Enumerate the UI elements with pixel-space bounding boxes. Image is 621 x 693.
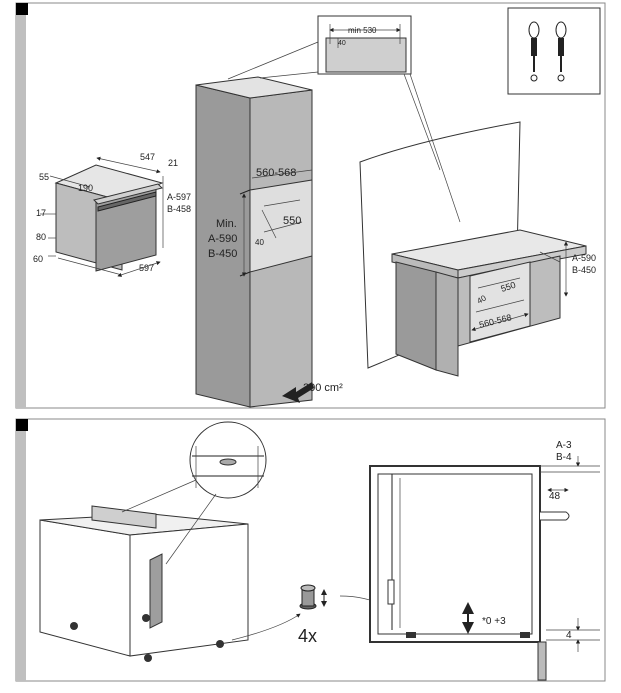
oven-inner-label: 190 — [78, 183, 93, 193]
column-min-label: Min. — [216, 218, 237, 230]
gap-a-label: A-3 — [556, 440, 572, 451]
counter-height-b-label: B-450 — [572, 265, 596, 275]
oven-dimension-drawing — [40, 156, 164, 277]
panel-1: 547 21 55 190 A-597 B-458 17 80 60 597 — [15, 2, 606, 409]
oven-width-label: 547 — [140, 152, 155, 162]
foot-adjust-label: *0 +3 — [482, 616, 506, 627]
column-height-a-label: A-590 — [208, 233, 237, 245]
counter-depth-label: 550 — [500, 280, 517, 294]
screwdriver-tools-icon — [507, 7, 601, 95]
panel-1-marker — [16, 3, 28, 15]
panel-2-sidebar — [16, 419, 26, 681]
cabinet-cross-section — [369, 456, 600, 681]
column-depth-label: 550 — [283, 215, 301, 227]
oven-bottom-label: 597 — [139, 263, 154, 273]
inset-gap-label: 40 — [338, 40, 346, 47]
offset-label: 48 — [549, 491, 561, 502]
counter-cabinet-drawing — [359, 73, 587, 377]
feet-quantity-label: 4x — [298, 626, 317, 646]
oven-height-a-label: A-597 — [167, 192, 191, 202]
panel-2: 4x A-3 B-4 48 *0 +3 4 — [15, 418, 606, 682]
oven-fixing-drawing — [39, 421, 301, 662]
panel-1-sidebar — [16, 3, 26, 408]
oven-left-80-label: 80 — [36, 232, 46, 242]
column-opening-width-label: 560-568 — [256, 167, 296, 179]
panel-2-marker — [16, 419, 28, 431]
oven-left-60-label: 60 — [33, 254, 43, 264]
adjustable-foot-icon — [299, 584, 403, 621]
column-height-b-label: B-450 — [208, 248, 237, 260]
oven-top-offset-label: 55 — [39, 172, 49, 182]
inset-min-label: min 530 — [348, 26, 377, 35]
column-cabinet-drawing — [195, 41, 319, 408]
gap-b-label: B-4 — [556, 452, 572, 463]
oven-height-b-label: B-458 — [167, 204, 191, 214]
oven-left-17-label: 17 — [36, 208, 46, 218]
vent-area-label: 200 cm² — [303, 382, 343, 394]
top-clearance-inset — [317, 15, 412, 75]
column-angle-label: 40 — [255, 238, 264, 247]
bottom-gap-label: 4 — [566, 630, 572, 641]
oven-depth-label: 21 — [168, 158, 178, 168]
counter-height-a-label: A-590 — [572, 253, 596, 263]
